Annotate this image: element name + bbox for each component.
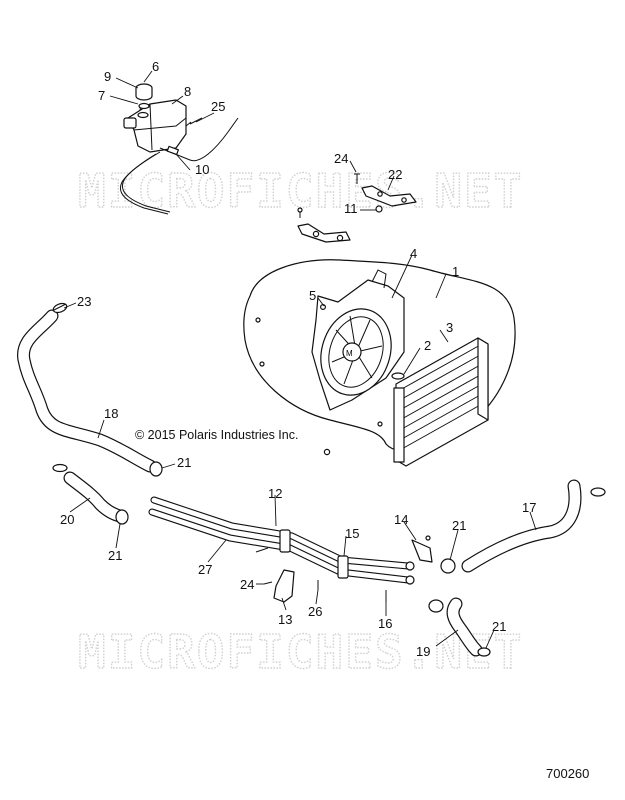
callout-14: 14	[394, 512, 408, 527]
mount-pin	[255, 317, 261, 323]
callout-21-b: 21	[108, 548, 122, 563]
callout-9: 9	[104, 69, 111, 84]
bracket-14-nut	[425, 535, 431, 541]
tube-end	[405, 561, 415, 571]
grommet-2	[391, 372, 405, 380]
callout-26: 26	[308, 604, 322, 619]
coolant-tube-12	[150, 496, 412, 570]
reservoir-gasket	[137, 111, 149, 119]
upper-bracket	[361, 185, 417, 207]
callout-12: 12	[268, 486, 282, 501]
hose-clamp-23	[52, 302, 68, 314]
reservoir-cap	[135, 83, 153, 101]
callout-24-a: 24	[334, 151, 348, 166]
callout-17: 17	[522, 500, 536, 515]
tube-bracket-15	[337, 555, 349, 579]
diagram-id: 700260	[546, 766, 589, 781]
callout-24-b: 24	[240, 577, 254, 592]
callout-13: 13	[278, 612, 292, 627]
callout-8: 8	[184, 84, 191, 99]
callout-20: 20	[60, 512, 74, 527]
copyright-notice: © 2015 Polaris Industries Inc.	[135, 428, 298, 442]
nut-11	[375, 205, 383, 213]
hose-clamp-21-d	[477, 647, 491, 657]
tube-bracket-12	[279, 529, 291, 553]
hose-clamp-19-top	[428, 599, 444, 613]
callout-6: 6	[152, 59, 159, 74]
callout-25: 25	[211, 99, 225, 114]
callout-21-d: 21	[492, 619, 506, 634]
cooling-fan: M	[311, 269, 405, 411]
callout-21-a: 21	[177, 455, 191, 470]
coolant-reservoir	[123, 99, 187, 153]
mount-pin	[323, 448, 331, 456]
watermark-bottom: MICROFICHES.NET	[78, 625, 523, 679]
callout-23: 23	[77, 294, 91, 309]
bracket-14	[411, 539, 433, 563]
callout-19: 19	[416, 644, 430, 659]
callout-labels: 1 2 3 4 5 6 7 8 9 10 11 12 13 14 15 16 1…	[60, 59, 536, 659]
mount-pin	[259, 361, 265, 367]
callout-21-c: 21	[452, 518, 466, 533]
callout-15: 15	[345, 526, 359, 541]
callout-2: 2	[424, 338, 431, 353]
screw-24-bottom	[263, 581, 273, 585]
callout-7: 7	[98, 88, 105, 103]
svg-text:M: M	[346, 349, 353, 358]
hose-clamp-20-top	[52, 463, 68, 473]
hose-19	[446, 597, 483, 657]
callout-27: 27	[198, 562, 212, 577]
overflow-hose	[120, 117, 239, 215]
screw-24-top	[354, 173, 360, 184]
radiator-core	[393, 337, 489, 467]
lower-hose-17	[461, 479, 582, 573]
callout-22: 22	[388, 167, 402, 182]
lower-bracket	[297, 207, 351, 243]
cap-seal	[138, 102, 150, 110]
bracket-13	[273, 569, 295, 603]
callout-1: 1	[452, 264, 459, 279]
screw-12	[255, 547, 269, 553]
callout-11: 11	[344, 201, 358, 216]
mount-pin	[377, 421, 383, 427]
callout-4: 4	[410, 246, 417, 261]
screw-25	[185, 117, 203, 127]
hose-clamp-21-c	[440, 558, 456, 574]
hose-clamp-21-a	[149, 461, 163, 477]
upper-radiator-hose	[17, 309, 157, 473]
callout-5: 5	[309, 288, 316, 303]
callout-18: 18	[104, 406, 118, 421]
hose-20	[63, 471, 127, 523]
leader-lines	[63, 70, 537, 649]
hose-clamp-17-top	[590, 487, 606, 497]
callout-3: 3	[446, 320, 453, 335]
hose-clamp-21-b	[115, 509, 129, 525]
tube-end	[405, 575, 415, 585]
callout-10: 10	[195, 162, 209, 177]
callout-16: 16	[378, 616, 392, 631]
